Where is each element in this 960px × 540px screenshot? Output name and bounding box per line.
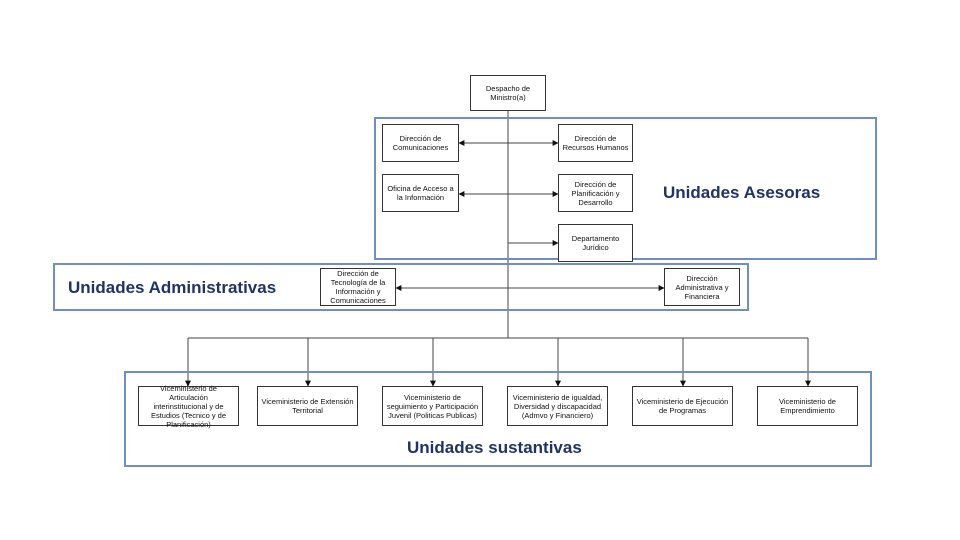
node-direccion-administrativa-financiera-label: Dirección Administrativa y Financiera [675,273,729,301]
node-direccion-planificacion-label: Dirección de Planificación y Desarrollo [571,179,620,207]
node-direccion-recursos-humanos: Dirección de Recursos Humanos [558,124,633,162]
node-direccion-recursos-humanos-label: Dirección de Recursos Humanos [562,134,629,152]
node-despacho-ministro-label: Despacho de Ministro(a) [485,84,531,102]
node-direccion-administrativa-financiera: Dirección Administrativa y Financiera [664,268,740,306]
node-viceministerio-igualdad-label: Viceministerio de igualdad, Diversidad y… [512,392,603,420]
node-direccion-planificacion: Dirección de Planificación y Desarrollo [558,174,633,212]
node-departamento-juridico: Departamento Jurídico [558,224,633,262]
node-direccion-tic-label: Dirección de Tecnología de la Informació… [330,269,386,305]
node-viceministerio-articulacion: Viceministerio de Articulación interinst… [138,383,239,429]
node-viceministerio-igualdad: Viceministerio de igualdad, Diversidad y… [507,386,608,426]
node-viceministerio-articulacion-label: Viceministerio de Articulación interinst… [150,383,227,429]
node-departamento-juridico-label: Departamento Jurídico [571,234,620,252]
node-direccion-comunicaciones: Dirección de Comunicaciones [382,124,459,162]
node-viceministerio-participacion-juvenil: Viceministerio de seguimiento y Particip… [382,386,483,426]
node-viceministerio-emprendimiento: Viceministerio de Emprendimiento [757,386,858,426]
group-sustantivas-frame [124,371,872,467]
node-oficina-acceso-informacion-label: Oficina de Acceso a la Información [387,184,454,202]
node-viceministerio-extension-territorial: Viceministerio de Extensión Territorial [257,386,358,426]
node-direccion-tic: Dirección de Tecnología de la Informació… [320,268,396,306]
node-viceministerio-ejecucion-programas: Viceministerio de Ejecución de Programas [632,386,733,426]
node-despacho-ministro: Despacho de Ministro(a) [470,75,546,111]
node-viceministerio-extension-territorial-label: Viceministerio de Extensión Territorial [261,397,354,415]
node-oficina-acceso-informacion: Oficina de Acceso a la Información [382,174,459,212]
node-direccion-comunicaciones-label: Dirección de Comunicaciones [392,134,449,152]
group-sustantivas-title: Unidades sustantivas [407,438,582,457]
group-administrativas-frame [53,263,749,311]
node-viceministerio-emprendimiento-label: Viceministerio de Emprendimiento [779,397,836,415]
group-administrativas-title: Unidades Administrativas [68,278,277,297]
node-viceministerio-participacion-juvenil-label: Viceministerio de seguimiento y Particip… [386,392,479,420]
group-asesoras-title: Unidades Asesoras [663,183,821,202]
node-viceministerio-ejecucion-programas-label: Viceministerio de Ejecución de Programas [636,397,729,415]
